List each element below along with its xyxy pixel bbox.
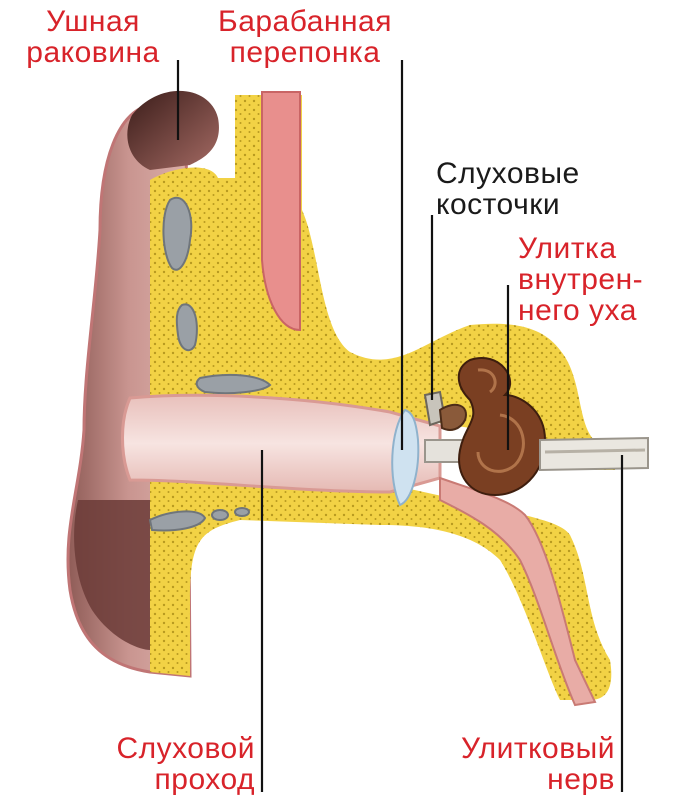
label-auricle-line1: Ушная (8, 6, 178, 37)
label-cochlear-nerve: Улитковый нерв (405, 733, 615, 795)
label-eardrum-line2: перепонка (205, 37, 405, 68)
label-ear-canal-line2: проход (60, 764, 255, 795)
label-auricle: Ушная раковина (8, 6, 178, 68)
label-ossicles-line1: Слуховые (436, 158, 580, 189)
label-cochlear-nerve-line2: нерв (405, 764, 615, 795)
label-ear-canal-line1: Слуховой (60, 733, 255, 764)
label-cochlea-line3: него уха (518, 295, 643, 326)
label-cochlear-nerve-line1: Улитковый (405, 733, 615, 764)
cochlear-nerve-shape (540, 438, 648, 470)
label-eardrum: Барабанная перепонка (205, 6, 405, 68)
label-eardrum-line1: Барабанная (205, 6, 405, 37)
label-cochlea-line1: Улитка (518, 233, 643, 264)
label-ossicles-line2: косточки (436, 189, 580, 220)
label-cochlea-line2: внутрен- (518, 264, 643, 295)
label-cochlea: Улитка внутрен- него уха (518, 233, 643, 326)
ear-cartilage (262, 92, 300, 330)
label-ear-canal: Слуховой проход (60, 733, 255, 795)
label-auricle-line2: раковина (8, 37, 178, 68)
label-ossicles: Слуховые косточки (436, 158, 580, 220)
